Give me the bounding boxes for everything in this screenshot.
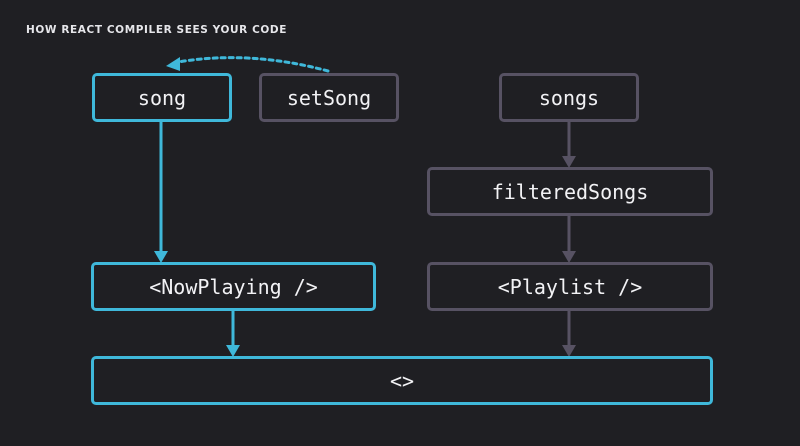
edge-songs-to-filteredsongs-arrowhead: [562, 156, 576, 168]
edge-setsong-to-song: [176, 56, 330, 73]
node-song: song: [92, 73, 232, 122]
node-songs: songs: [499, 73, 639, 122]
edge-playlist-to-fragment-arrowhead: [562, 345, 576, 357]
edge-setsong-to-song-arrowhead: [166, 57, 180, 71]
edge-song-to-nowplaying-arrowhead: [154, 251, 168, 263]
node-nowplaying: <NowPlaying />: [91, 262, 376, 311]
diagram-caption: HOW REACT COMPILER SEES YOUR CODE: [26, 24, 288, 36]
node-fragment: <>: [91, 356, 713, 405]
edge-filteredsongs-to-playlist-arrowhead: [562, 251, 576, 263]
edge-nowplaying-to-fragment-arrowhead: [226, 345, 240, 357]
node-filteredsongs: filteredSongs: [427, 167, 713, 216]
node-playlist: <Playlist />: [427, 262, 713, 311]
node-setsong: setSong: [259, 73, 399, 122]
